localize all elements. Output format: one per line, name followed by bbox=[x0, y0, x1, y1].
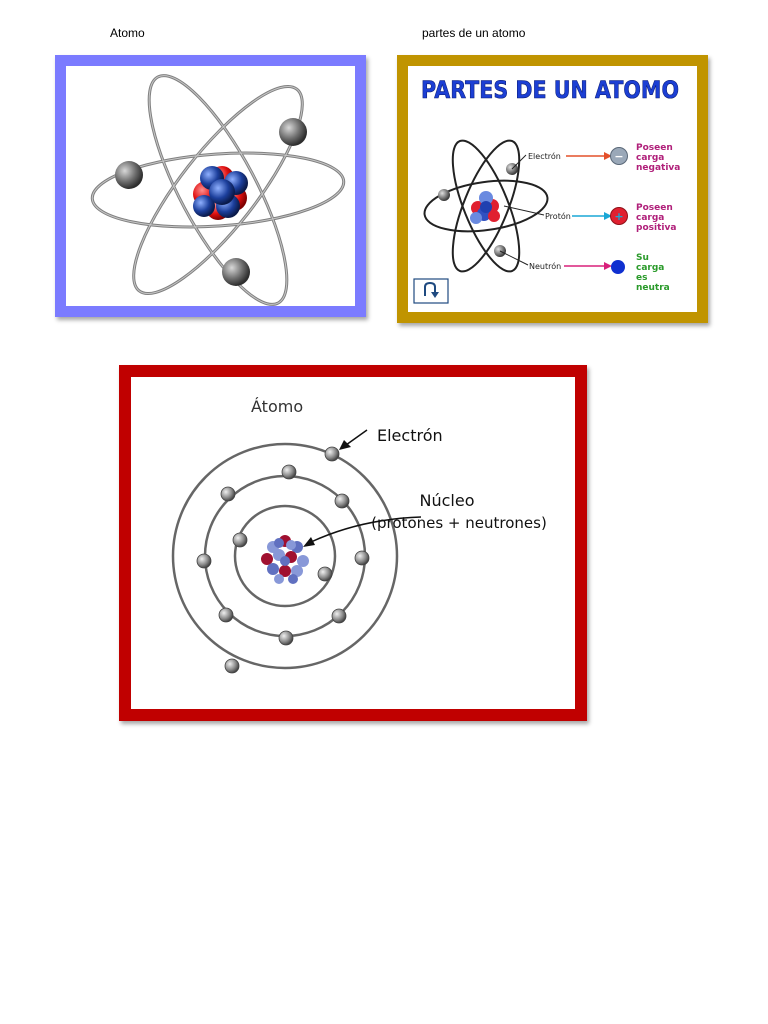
nucleus bbox=[193, 166, 248, 220]
nucleus-pointer-arrow bbox=[303, 516, 422, 547]
atom-3d-illustration bbox=[90, 74, 346, 306]
electron bbox=[232, 532, 248, 548]
electron-label: Electrón bbox=[528, 151, 561, 161]
neutral-charge-icon bbox=[611, 260, 625, 274]
neutron-label: Neutrón bbox=[529, 261, 561, 271]
electron-description: Poseen carga negativa bbox=[636, 143, 680, 173]
electron bbox=[278, 630, 294, 646]
electron bbox=[281, 464, 297, 480]
neutron-arrow bbox=[564, 262, 612, 270]
nucleus bbox=[470, 191, 500, 224]
svg-text:positiva: positiva bbox=[636, 223, 676, 233]
electron bbox=[331, 608, 347, 624]
parts-title: PARTES DE UN ATOMO bbox=[421, 76, 679, 104]
bohr-atom-illustration: Átomo Electrón Núcleo (protones + neutro… bbox=[171, 397, 547, 674]
electron-pointer-arrow bbox=[339, 429, 368, 450]
electron bbox=[220, 486, 236, 502]
electron bbox=[334, 493, 350, 509]
electron bbox=[196, 553, 212, 569]
electron-labeled bbox=[324, 446, 340, 462]
electron bbox=[218, 607, 234, 623]
negative-charge-icon: − bbox=[610, 147, 628, 165]
caption-atomo: Atomo bbox=[110, 26, 145, 40]
svg-text:es: es bbox=[636, 273, 647, 283]
u-turn-arrow-icon[interactable] bbox=[413, 278, 449, 304]
electron bbox=[279, 118, 307, 146]
electron bbox=[115, 161, 143, 189]
svg-text:carga: carga bbox=[636, 263, 664, 273]
positive-charge-icon: + bbox=[610, 207, 628, 225]
svg-text:negativa: negativa bbox=[636, 163, 680, 173]
electron bbox=[438, 189, 450, 201]
proton-description: Poseen carga positiva bbox=[636, 203, 676, 233]
caption-partes-de-un-atomo: partes de un atomo bbox=[422, 26, 526, 40]
svg-text:−: − bbox=[614, 150, 623, 163]
electron bbox=[354, 550, 370, 566]
svg-text:neutra: neutra bbox=[636, 283, 670, 293]
electron bbox=[224, 658, 240, 674]
nucleus bbox=[261, 535, 309, 584]
bohr-atom-image: Átomo Electrón Núcleo (protones + neutro… bbox=[119, 365, 587, 721]
svg-text:Poseen: Poseen bbox=[636, 143, 673, 153]
svg-text:Su: Su bbox=[636, 253, 649, 263]
nucleus-label: Núcleo bbox=[420, 491, 475, 510]
atom-3d-image bbox=[55, 55, 366, 317]
nucleus-sublabel: (protones + neutrones) bbox=[371, 514, 547, 532]
atom-parts-image: PARTES DE UN ATOMO Electrón bbox=[397, 55, 708, 323]
electron-label: Electrón bbox=[377, 426, 443, 445]
proton-label: Protón bbox=[545, 211, 571, 221]
proton-arrow bbox=[572, 212, 612, 220]
neutron-description: Su carga es neutra bbox=[636, 253, 670, 293]
svg-text:carga: carga bbox=[636, 153, 664, 163]
atom-title: Átomo bbox=[251, 397, 303, 416]
atom-parts-illustration: PARTES DE UN ATOMO Electrón bbox=[413, 76, 680, 304]
electron bbox=[317, 566, 333, 582]
svg-text:carga: carga bbox=[636, 213, 664, 223]
electron-arrow bbox=[566, 152, 612, 160]
svg-text:Poseen: Poseen bbox=[636, 203, 673, 213]
electron bbox=[222, 258, 250, 286]
svg-text:+: + bbox=[614, 210, 623, 223]
